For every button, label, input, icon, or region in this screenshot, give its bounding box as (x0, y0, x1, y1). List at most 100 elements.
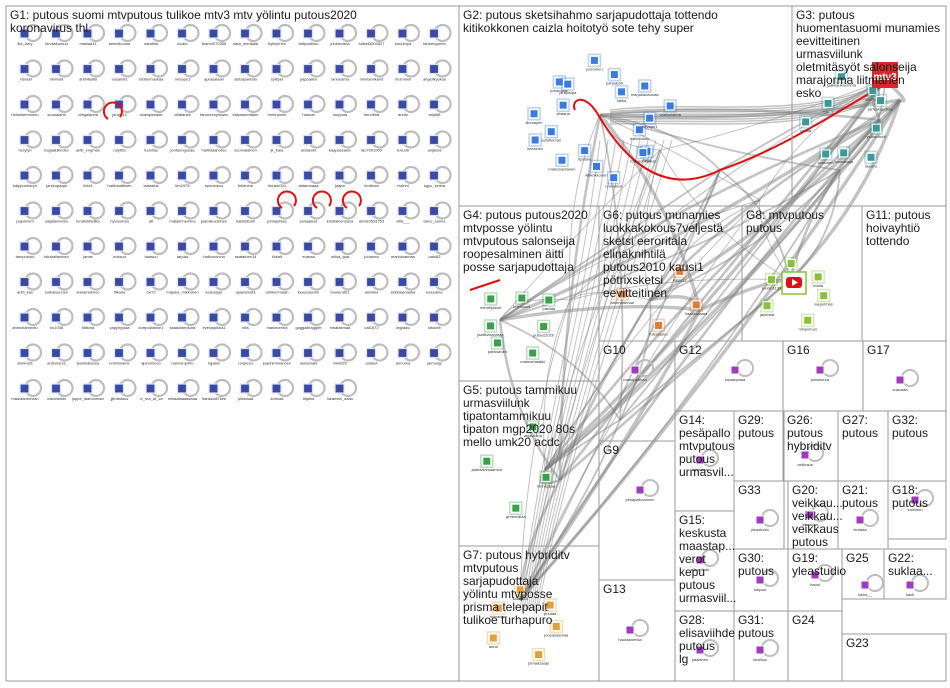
node-helmikerhoinen[interactable]: helmikerhoinen (11, 96, 41, 117)
node-juhiskoura[interactable]: juhiskoura (810, 360, 838, 382)
node-tenafulifadika[interactable]: tenafulifadika (76, 203, 104, 224)
node-jaapa[interactable]: jaapa (334, 167, 356, 188)
node-kolmiuuni[interactable]: kolmiuuni (513, 292, 530, 309)
node-pirkkaaa[interactable]: pirkkaaa (238, 380, 262, 401)
node-team4070356[interactable]: team4070356 (202, 25, 230, 46)
node-lanneama[interactable]: lanneama (331, 61, 356, 82)
node-hannat[interactable]: hannat (302, 96, 324, 117)
node-noksuu[interactable]: noksuu (113, 238, 135, 259)
node-haasuu[interactable]: haasuu (144, 238, 167, 259)
node-joauhimmanoen[interactable]: joauhimmanoen (262, 345, 293, 366)
node-kaippuuharyn[interactable]: kaippuuharyn (13, 167, 41, 188)
node-pasomen[interactable]: pasomen (586, 54, 602, 71)
node-pahi83[interactable]: pahi83 (428, 238, 450, 259)
node-satuttoman[interactable]: satuttoman (541, 126, 561, 143)
node-lautamaki[interactable]: lautamaki (300, 345, 325, 366)
node-juissinen[interactable]: juissinen (817, 148, 834, 165)
node-tiitisma[interactable]: tiitisma (82, 309, 104, 330)
node-gaggalleaggier[interactable]: gaggalleaggier (295, 309, 324, 330)
node-mrvape1[interactable]: mrvape1 (175, 61, 199, 82)
node-luukio[interactable]: luukio (177, 25, 198, 46)
node-anttl_kas[interactable]: anttl_kas (17, 274, 41, 295)
node-tuuntaa[interactable]: tuuntaa (144, 132, 167, 153)
node-hylkyrinen[interactable]: hylkyrinen (268, 25, 293, 46)
node-jamaasaaja[interactable]: jamaasaaja (527, 649, 549, 666)
node-ardaenbl[interactable]: ardaenbl (301, 132, 325, 153)
node-jiusimatansa[interactable]: jiusimatansa (76, 345, 104, 366)
node-rootkovs[interactable]: rootkovs (364, 167, 388, 188)
node-lammikoona[interactable]: lammikoona (109, 25, 136, 46)
node-jk_bala[interactable]: jk_bala (270, 132, 293, 153)
node-sara_merikala[interactable]: sara_merikala (233, 25, 262, 46)
node-rivlinni[interactable]: rivlinni (397, 167, 419, 188)
node-antikonmaan[interactable]: antikonmaan (266, 274, 293, 295)
node-ahaana[interactable]: ahaana (556, 99, 570, 116)
node-kamerat01[interactable]: kamerat01 (331, 274, 356, 295)
node-maulaanenvian[interactable]: maulaanenvian (11, 380, 41, 401)
node-kaisoojae[interactable]: kaisoojae (206, 274, 230, 295)
node-anthillatila[interactable]: anthillatila (79, 61, 104, 82)
node-kaipiammatam[interactable]: kaipiammatam (232, 96, 261, 117)
node-aumikia[interactable]: aumikia (365, 274, 388, 295)
node-alstaipantaia[interactable]: alstaipantaia (234, 61, 261, 82)
node-auhkut[interactable]: auhkut (365, 345, 387, 366)
node-tuvuuti[interactable]: tuvuuti (397, 132, 419, 153)
node-roopeso[interactable]: roopeso (238, 345, 261, 366)
node-annie[interactable]: annie (398, 96, 419, 117)
node-ninalatimaa[interactable]: ninalatimaa (330, 309, 356, 330)
node-mikaheikki[interactable]: mikaheikki (47, 380, 72, 401)
node-piirtaa[interactable]: piirtaa (800, 116, 812, 133)
node-sanaaikas[interactable]: sanaaikas (299, 203, 324, 224)
node-juhkinvaha[interactable]: juhkinvaha (329, 25, 356, 46)
node-tixla1[interactable]: tixla1 (83, 167, 104, 188)
node-vapyiryyiaa[interactable]: vapyiryyiaa (109, 309, 135, 330)
node-kristiainensava[interactable]: kristiainensava (327, 203, 356, 224)
node-hallintaahotuu[interactable]: hallintaahotuu (202, 132, 230, 153)
node-pohjalehti[interactable]: pohjalehti (606, 69, 623, 86)
node-jamie[interactable]: jamie (82, 238, 104, 259)
node-juhanna[interactable]: juhanna (363, 238, 387, 259)
node-jjknllatuus[interactable]: jjknllatuus (110, 380, 136, 401)
node-vaijalamanen[interactable]: vaijalamanen (45, 203, 73, 224)
node-tamputuso[interactable]: tamputuso (16, 238, 41, 259)
node-oxi72[interactable]: oxi72 (146, 274, 167, 295)
node-faitycrdikko[interactable]: faitycrdikko (298, 25, 324, 46)
node-rennelaut[interactable]: rennelaut (605, 172, 623, 189)
node-jontanngosaa[interactable]: jontanngosaa (169, 132, 198, 153)
node-jahtipelpa[interactable]: jahtipelpa (558, 78, 577, 95)
node-hallouvuvna[interactable]: hallouvuvna (203, 238, 230, 259)
node-anna[interactable]: anna (487, 632, 499, 649)
node-kiisalt[interactable]: kiisalt (272, 238, 293, 259)
node-maria[interactable]: maria (812, 271, 824, 288)
node-angelikyukse[interactable]: angelikyukse (423, 61, 451, 82)
node-aparlamuta[interactable]: aparlamuta (235, 274, 261, 295)
node-hagia83lindev[interactable]: hagia83lindev (44, 132, 72, 153)
node-suomalainen[interactable]: suomalainen (234, 132, 261, 153)
node-rillis[interactable]: rillis (241, 309, 262, 330)
node-minnamikand[interactable]: minnamikand (360, 61, 388, 82)
node-rubbernaukaa[interactable]: rubbernaukaa (139, 61, 167, 82)
node-suavaaa[interactable]: suavaaa (892, 370, 918, 392)
node-markusaiman[interactable]: markusaiman (391, 238, 419, 259)
node-sauli[interactable]: sauli (906, 575, 928, 597)
node-miisa_tjaa[interactable]: miisa_tjaa (331, 238, 356, 259)
node-oliminat1[interactable]: oliminat1 (17, 345, 41, 366)
node-legakku[interactable]: legakku (396, 309, 419, 330)
node-ritvinola[interactable]: ritvinola (50, 61, 73, 82)
node-ahimotamentu[interactable]: ahimotamentu (12, 309, 41, 330)
node-villafanek[interactable]: villafanek (174, 96, 198, 117)
node-antti_engman[interactable]: antti_engman (76, 132, 104, 153)
node-meurhjasski[interactable]: meurhjasski (480, 293, 501, 310)
node-janimaa[interactable]: janimaa (759, 300, 775, 317)
node-teiianine[interactable]: teiianine (238, 167, 261, 188)
node-pappalien[interactable]: pappalien (300, 61, 325, 82)
node-viisgalanna[interactable]: viisgalanna (78, 96, 104, 117)
node-anja58[interactable]: anja58 (428, 96, 450, 117)
node-dcarajamaak[interactable]: dcarajamaak (140, 96, 167, 117)
node-sgyu_selina[interactable]: sgyu_selina (424, 167, 451, 188)
node-kirsikka[interactable]: kirsikka (753, 640, 778, 662)
node-greenhillaa[interactable]: greenhillaa (506, 502, 526, 519)
node-fulestaavu[interactable]: fulestaavu (649, 319, 667, 336)
node-asatainen14[interactable]: asatainen14 (235, 238, 262, 259)
node-uhimiolame[interactable]: uhimiolame (109, 345, 135, 366)
